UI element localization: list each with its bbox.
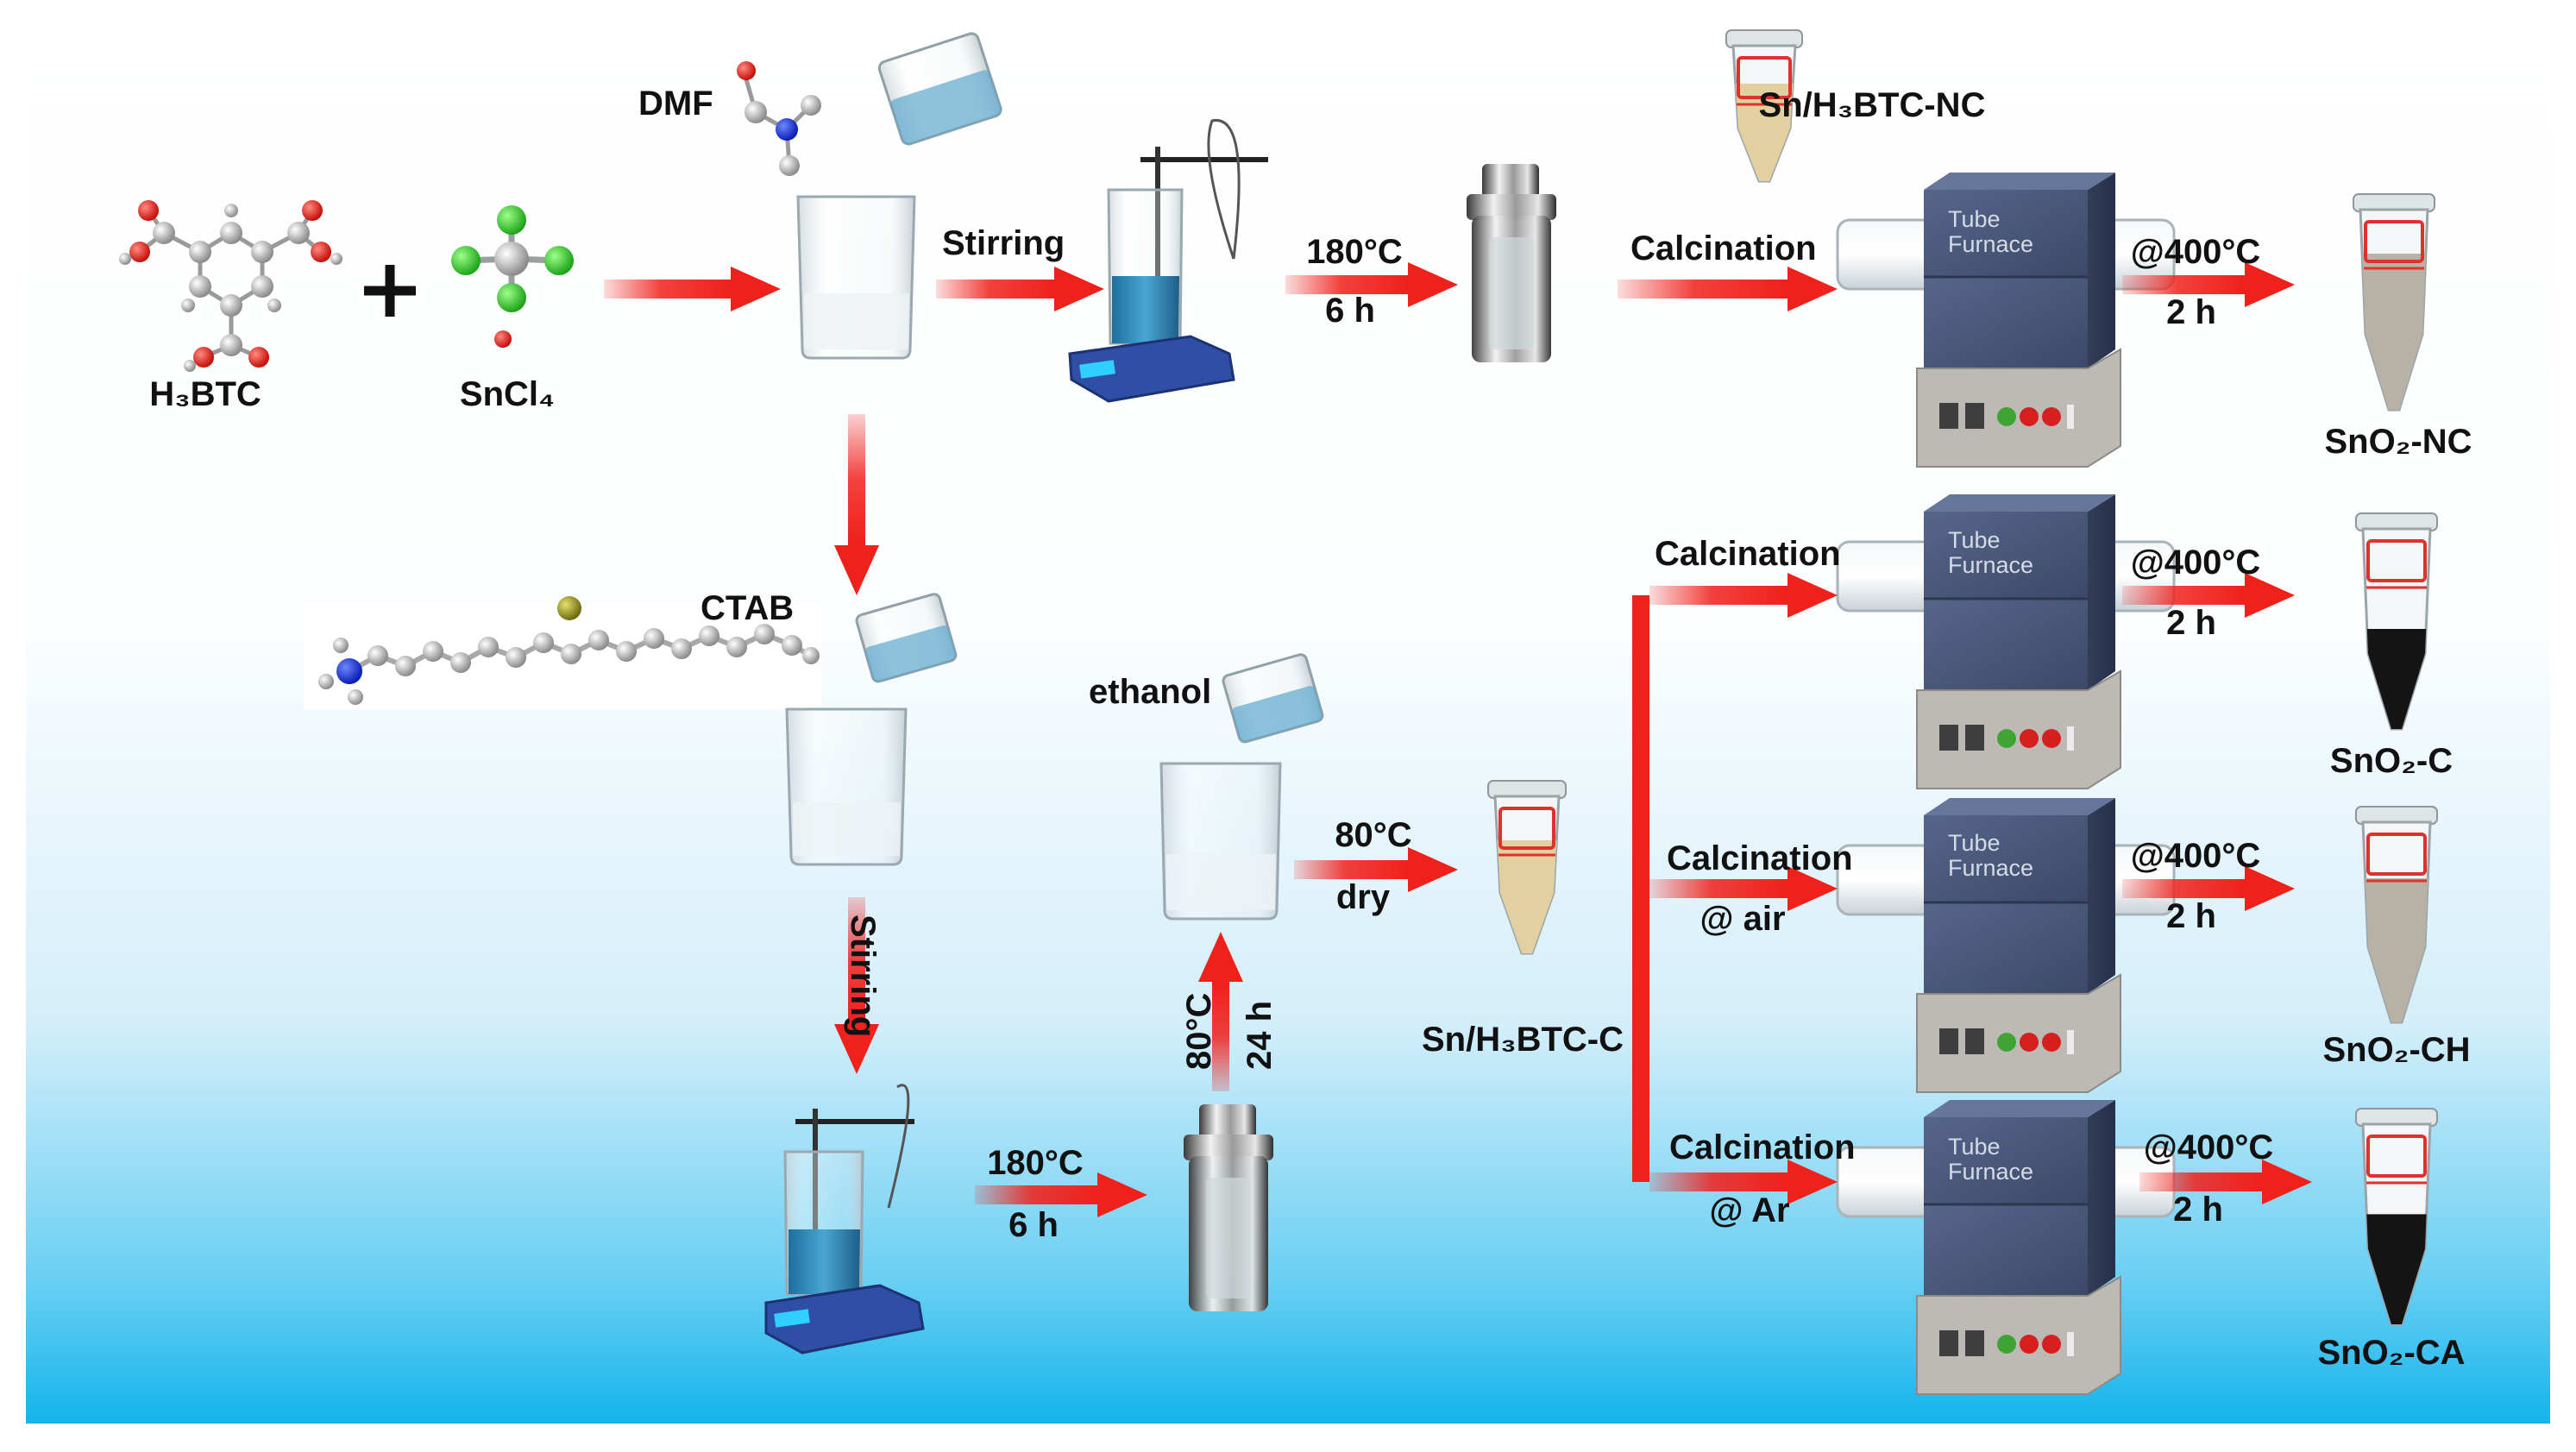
- temp-400-2: @400°C: [2130, 544, 2261, 581]
- temp-400-4: @400°C: [2143, 1128, 2274, 1166]
- arrow-400c-4: [2139, 1160, 2312, 1204]
- sno2-nc-label: SnO₂-NC: [2324, 423, 2472, 461]
- beaker-dmf-sncl4: [796, 195, 916, 360]
- pouring-beaker-ethanol: [1222, 653, 1324, 744]
- arrow-calcination-1: [1618, 267, 1838, 311]
- h3btc-label: H₃BTC: [149, 375, 261, 413]
- time-6h-top: 6 h: [1325, 292, 1375, 330]
- time-24h-vertical: 24 h: [1241, 1000, 1279, 1070]
- tube-furnace-2: [1836, 494, 2176, 789]
- arrow-calcination-3: [1649, 866, 1838, 911]
- arrow-180c-bottom: [975, 1172, 1147, 1217]
- arrow-400c-2: [2122, 573, 2295, 618]
- stirrer-top: [1068, 118, 1268, 403]
- autoclave-top: [1467, 164, 1556, 362]
- sn-h3btc-c-label: Sn/H₃BTC-C: [1421, 1021, 1624, 1059]
- arrow-to-beaker: [604, 267, 781, 311]
- at-ar-label: @ Ar: [1709, 1191, 1790, 1229]
- calcination-label-2: Calcination: [1655, 535, 1841, 573]
- time-2h-4: 2 h: [2173, 1191, 2223, 1229]
- pouring-beaker-dmf: [877, 32, 1002, 146]
- stirrer-bottom: [764, 1084, 925, 1355]
- sno2-ch-label: SnO₂-CH: [2322, 1031, 2471, 1069]
- calcination-label-4: Calcination: [1669, 1128, 1856, 1166]
- sn-h3btc-nc-label: Sn/H₃BTC-NC: [1758, 86, 1986, 124]
- arrow-stirring: [936, 267, 1104, 311]
- sno2-c-label: SnO₂-C: [2329, 742, 2453, 780]
- temp-80-dry: 80°C: [1335, 816, 1412, 854]
- arrow-down-to-ctab: [834, 414, 879, 595]
- arrow-calcination-2: [1649, 573, 1838, 618]
- sno2-ca-label: SnO₂-CA: [2317, 1334, 2466, 1372]
- time-2h-1: 2 h: [2166, 293, 2216, 331]
- arrow-180c-top: [1285, 262, 1458, 307]
- vial-sno2-nc: [2353, 193, 2435, 412]
- time-6h-bottom: 6 h: [1008, 1206, 1059, 1244]
- autoclave-bottom: [1184, 1104, 1273, 1311]
- temp-180-top: 180°C: [1306, 233, 1403, 271]
- dmf-molecule: [737, 61, 821, 176]
- time-2h-2: 2 h: [2166, 604, 2216, 642]
- tube-furnace-4: [1836, 1100, 2176, 1395]
- dry-label: dry: [1335, 878, 1391, 916]
- calcination-label-1: Calcination: [1630, 229, 1817, 267]
- vial-sn-h3btc-c: [1487, 780, 1567, 955]
- arrow-400c-3: [2122, 866, 2295, 911]
- ctab-label: CTAB: [701, 589, 795, 627]
- arrow-80c-dry: [1294, 847, 1458, 892]
- temp-180-bottom: 180°C: [987, 1144, 1084, 1182]
- ctab-molecule: [318, 596, 820, 705]
- time-2h-3: 2 h: [2166, 897, 2216, 935]
- at-air-label: @ air: [1700, 900, 1786, 938]
- temp-80-vertical: 80°C: [1180, 992, 1218, 1070]
- arrow-calcination-4: [1649, 1160, 1838, 1204]
- stirring-label-vertical: Stirring: [844, 915, 882, 1038]
- branch-bar: [1632, 595, 1649, 1182]
- beaker-ctab: [785, 707, 908, 866]
- sncl4-label: SnCl₄: [459, 375, 556, 413]
- dmf-label: DMF: [638, 85, 713, 123]
- calcination-label-3: Calcination: [1667, 839, 1853, 877]
- arrow-down-stirring: [834, 897, 879, 1074]
- tube-furnace-3: [1836, 798, 2176, 1093]
- arrow-up-ethanol: [1198, 932, 1243, 1091]
- h3btc-molecule: [119, 200, 342, 372]
- tube-furnace-1: [1836, 173, 2176, 468]
- sncl4-molecule: [451, 205, 574, 348]
- arrow-400c-1: [2122, 262, 2295, 307]
- stirring-label-top: Stirring: [942, 224, 1065, 262]
- pouring-beaker-ctab: [855, 593, 958, 683]
- plus-sign: [364, 265, 416, 317]
- ethanol-label: ethanol: [1089, 673, 1212, 711]
- beaker-ethanol: [1159, 762, 1282, 921]
- temp-400-1: @400°C: [2130, 233, 2261, 271]
- temp-400-3: @400°C: [2130, 837, 2261, 875]
